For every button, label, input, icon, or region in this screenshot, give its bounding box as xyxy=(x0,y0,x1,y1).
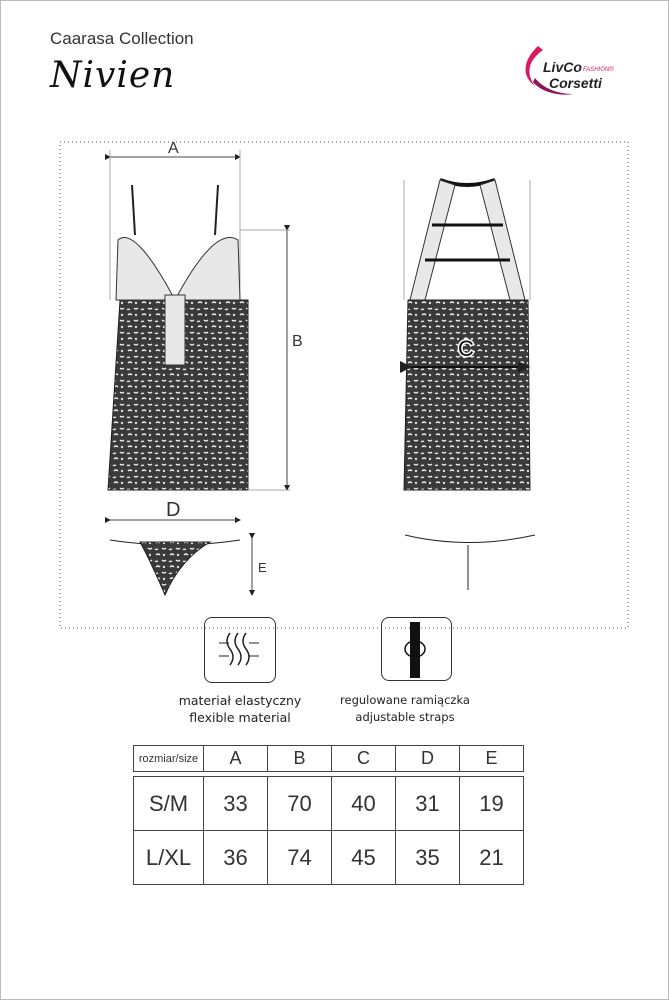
feature-pl: regulowane ramiączka xyxy=(340,693,470,707)
strap-buckle-icon xyxy=(381,617,452,681)
feature-en: adjustable straps xyxy=(355,710,455,724)
back-view xyxy=(400,178,536,590)
feature-straps: regulowane ramiączka adjustable straps xyxy=(320,692,490,726)
diagram-border xyxy=(59,141,629,629)
table-header: rozmiar/size A B C D E xyxy=(133,745,524,772)
label-d: D xyxy=(166,499,180,521)
label-a: A xyxy=(168,140,179,157)
label-c: C xyxy=(458,336,474,361)
brand-logo: LivCo FASHION® Corsetti xyxy=(513,42,633,102)
feature-en: flexible material xyxy=(189,710,291,725)
svg-text:LivCo: LivCo xyxy=(543,59,582,75)
label-b: B xyxy=(292,333,303,350)
feature-flexible: materiał elastyczny flexible material xyxy=(160,692,320,726)
label-e: E xyxy=(258,560,267,575)
svg-text:Corsetti: Corsetti xyxy=(549,75,603,91)
front-view xyxy=(105,150,290,597)
svg-text:FASHION®: FASHION® xyxy=(583,66,614,73)
stretch-waves-icon xyxy=(204,617,276,683)
model-name: Nivien xyxy=(50,55,176,96)
feature-pl: materiał elastyczny xyxy=(178,693,302,708)
collection-name: Caarasa Collection xyxy=(50,29,194,48)
garment-diagram: A B D E C xyxy=(59,140,629,629)
